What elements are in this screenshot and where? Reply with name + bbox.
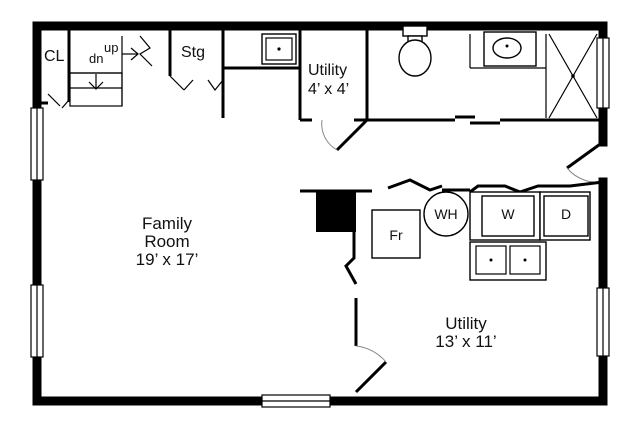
closet-label: CL [44, 48, 65, 65]
utility-large-size: 13’ x 11’ [435, 332, 496, 351]
utility-bath-area [223, 26, 604, 183]
utility-small-size: 4’ x 4’ [308, 81, 349, 98]
stairs-down-label: dn [89, 51, 103, 66]
family-room-name-line2: Room [144, 232, 189, 251]
storage-label: Stg [181, 44, 205, 61]
laundry-sink [469, 241, 547, 281]
center-divider [300, 178, 604, 394]
furnace-label: Fr [389, 227, 403, 243]
labels: CL up dn Stg Utility 4’ x 4’ Family Room… [44, 40, 571, 351]
top-left-rooms [37, 26, 225, 118]
family-room-size: 19’ x 17’ [136, 250, 199, 269]
dryer-label: D [561, 206, 571, 222]
stairs-up-label: up [104, 40, 118, 55]
windows [30, 37, 610, 408]
utility-sink [261, 33, 297, 65]
water-heater-label: WH [434, 206, 457, 222]
shower [548, 33, 598, 119]
furnace [371, 209, 421, 259]
bath-sink [483, 31, 537, 67]
utility-small-name: Utility [308, 62, 347, 79]
family-room-name-line1: Family [142, 214, 193, 233]
laundry [469, 191, 591, 241]
water-heater [423, 191, 469, 237]
toilet [398, 25, 432, 77]
utility-large-name: Utility [445, 314, 487, 333]
washer-label: W [501, 206, 515, 222]
